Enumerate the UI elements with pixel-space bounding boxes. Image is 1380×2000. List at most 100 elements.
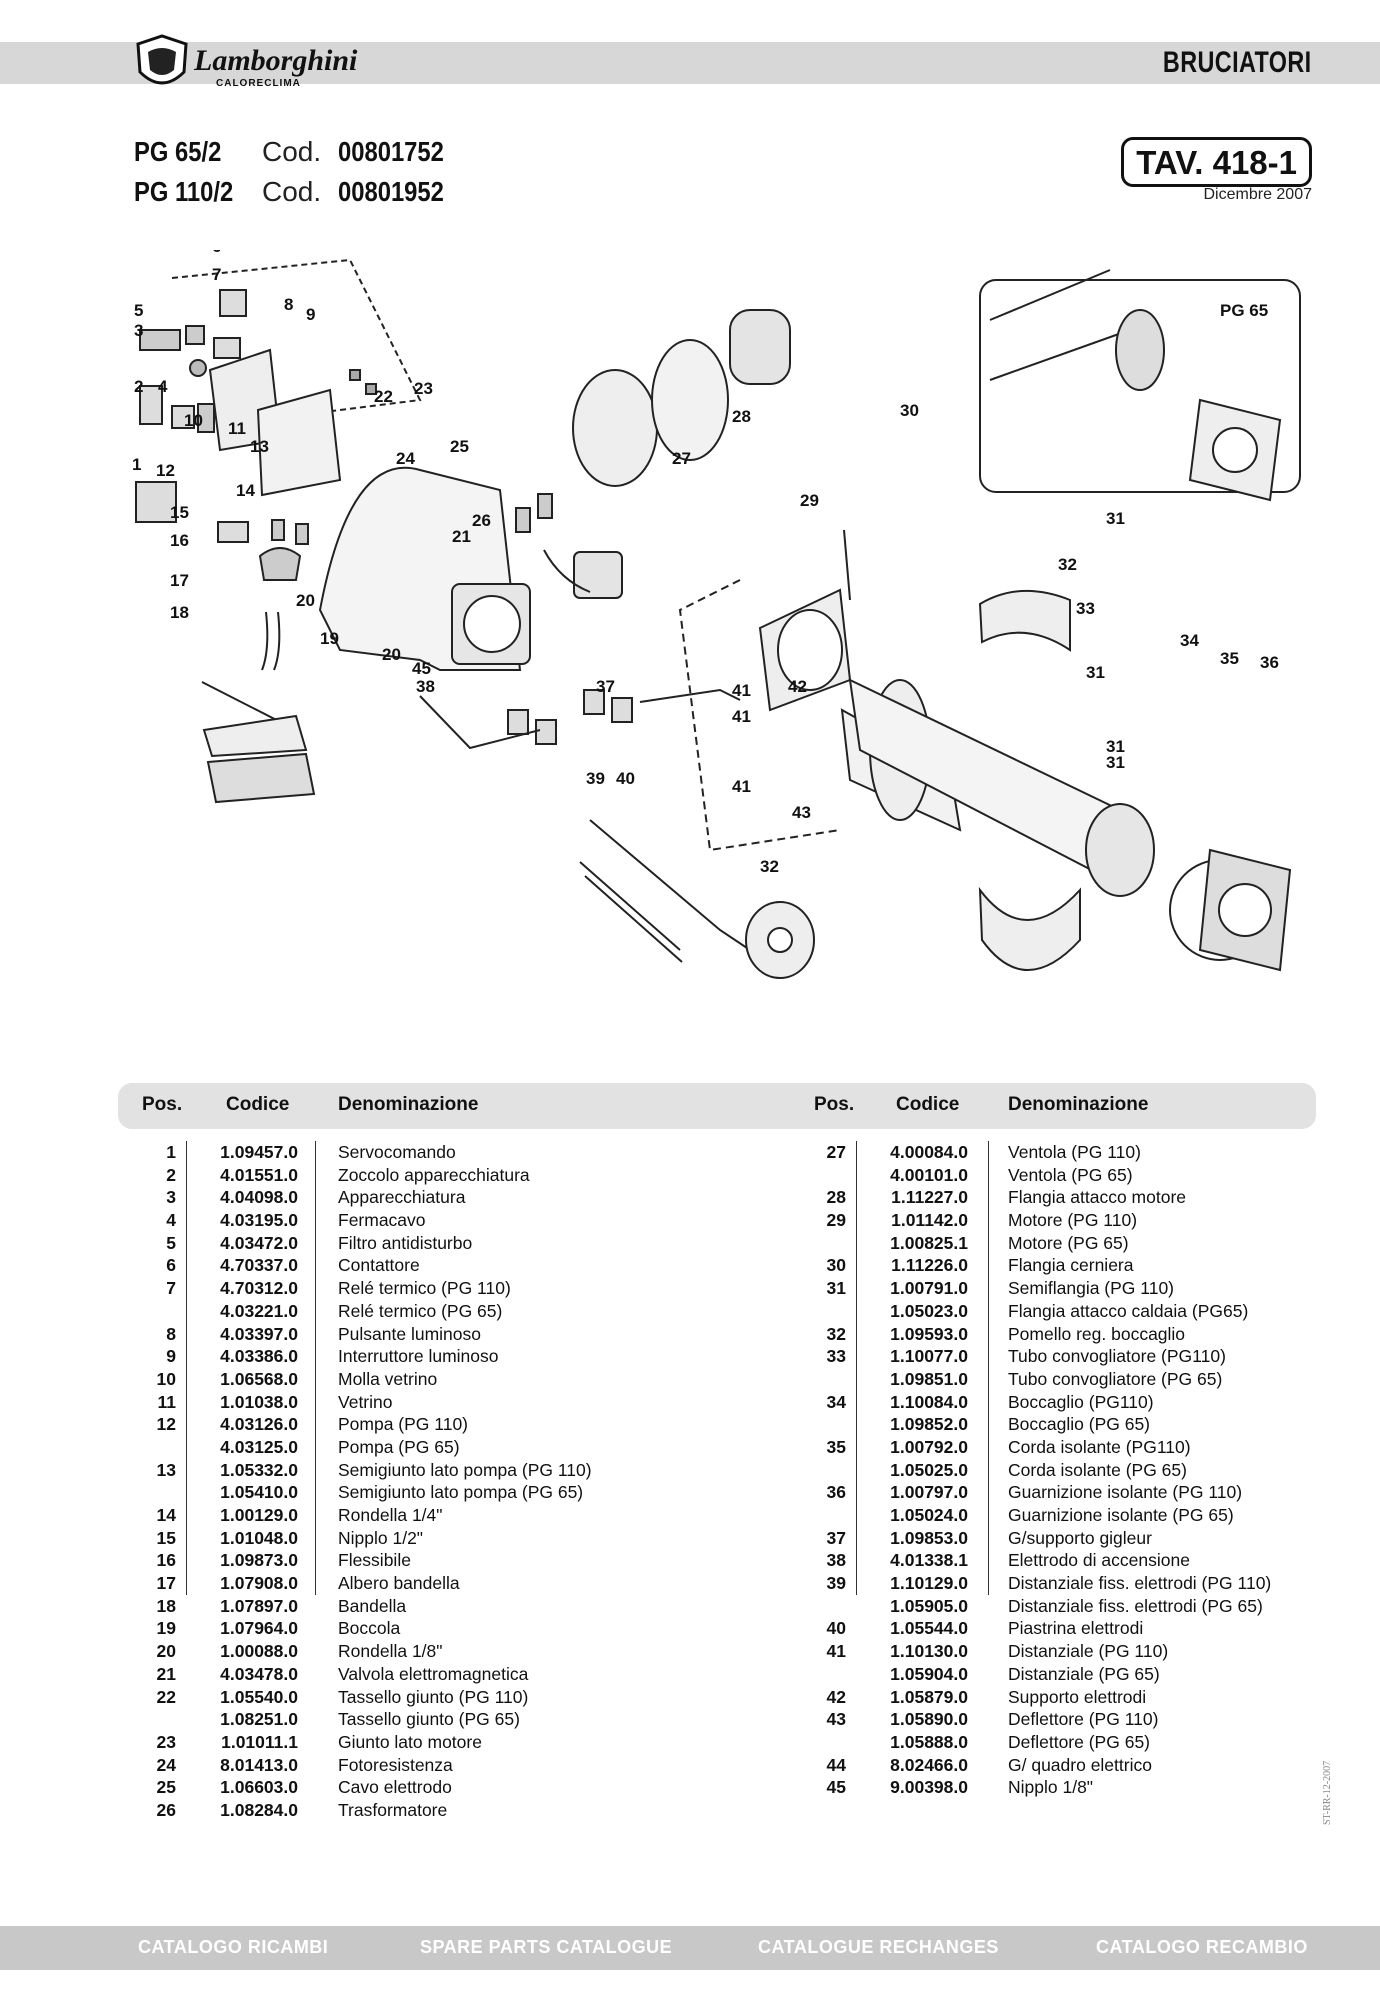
table-row: 7 4.70312.0 Relé termico (PG 110): [126, 1277, 686, 1300]
cell-code: 1.10129.0: [890, 1573, 968, 1594]
cell-name: Giunto lato motore: [338, 1731, 482, 1752]
cell-pos: 25: [156, 1777, 176, 1798]
cell-name: Rondella 1/8": [338, 1641, 443, 1662]
cell-code: 4.03397.0: [220, 1323, 298, 1344]
callout-15: 15: [170, 503, 189, 522]
cell-name: Bandella: [338, 1595, 407, 1616]
cell-pos: 23: [156, 1731, 176, 1752]
cell-name: Relé termico (PG 110): [338, 1278, 511, 1299]
cell-name: Distanziale fiss. elettrodi (PG 110): [1008, 1573, 1272, 1594]
callout-41: 41: [732, 681, 751, 700]
cell-code: 4.04098.0: [220, 1187, 298, 1208]
motor-coupling: [537, 493, 553, 519]
socket-part: [139, 385, 163, 425]
inset-title: PG 65: [1220, 301, 1268, 320]
part: [185, 325, 205, 345]
cell-code: 1.09593.0: [890, 1323, 968, 1344]
col-name: Denominazione: [1008, 1094, 1149, 1115]
divider: [856, 1141, 857, 1595]
callout-41: 41: [732, 777, 751, 796]
cell-pos: 37: [826, 1527, 846, 1548]
cell-code: 1.08251.0: [220, 1709, 298, 1730]
cell-name: Cavo elettrodo: [338, 1777, 452, 1798]
callout-19: 19: [320, 629, 339, 648]
cell-code: 1.05888.0: [890, 1731, 968, 1752]
cell-pos: 3: [166, 1187, 176, 1208]
cell-name: Servocomando: [338, 1142, 456, 1162]
cell-pos: 13: [156, 1459, 176, 1480]
cell-pos: 30: [826, 1255, 846, 1276]
callout-5: 5: [134, 301, 143, 320]
callout-23: 23: [414, 379, 433, 398]
footer-label: CATALOGO RICAMBI: [138, 1937, 329, 1957]
cell-code: 1.00825.1: [890, 1232, 968, 1253]
cell-name: Valvola elettromagnetica: [338, 1663, 529, 1684]
cell-code: 1.09873.0: [220, 1550, 298, 1571]
callout-21: 21: [452, 527, 471, 546]
callout-10: 10: [184, 411, 203, 430]
cell-name: Flangia attacco motore: [1008, 1187, 1187, 1208]
cell-name: Pulsante luminoso: [338, 1323, 481, 1344]
cell-code: 4.70312.0: [220, 1278, 298, 1299]
publication-date: Dicembre 2007: [1203, 186, 1313, 203]
section-title: BRUCIATORI: [1163, 46, 1312, 79]
callout-40: 40: [616, 769, 635, 788]
inset-nozzle: [1115, 309, 1165, 391]
ignition-electrode: [579, 861, 681, 951]
base-part: [171, 405, 195, 429]
divider: [186, 1141, 187, 1595]
cell-code: 4.00084.0: [890, 1142, 968, 1162]
cell-pos: 20: [156, 1641, 176, 1662]
cell-name: Distanziale fiss. elettrodi (PG 65): [1008, 1595, 1263, 1616]
cell-pos: 16: [156, 1550, 176, 1571]
pump-part: [258, 547, 302, 581]
cell-pos: 4: [166, 1210, 176, 1231]
cell-code: 1.01142.0: [891, 1210, 968, 1231]
callout-34: 34: [1180, 631, 1199, 650]
cell-pos: 12: [156, 1414, 176, 1435]
callout-14: 14: [236, 481, 255, 500]
flex-hose: [261, 611, 269, 671]
cell-code: 4.03221.0: [220, 1300, 298, 1321]
filter-part: [139, 329, 181, 351]
flap-screen: [206, 752, 316, 804]
cell-name: Trasformatore: [338, 1799, 448, 1820]
cell-name: Semiflangia (PG 110): [1008, 1278, 1175, 1299]
cell-name: Distanziale (PG 65): [1008, 1663, 1160, 1684]
cell-code: 4.01338.1: [890, 1550, 968, 1571]
callout-18: 18: [170, 603, 189, 622]
diagram-svg: PG 65 1234567891011121314151617181920202…: [132, 231, 1301, 979]
cell-name: Boccaglio (PG 65): [1008, 1414, 1151, 1435]
divider: [988, 1141, 989, 1595]
half-flange-bottom: [978, 886, 1081, 971]
cell-pos: 7: [166, 1278, 176, 1299]
cell-code: 1.05905.0: [890, 1595, 968, 1616]
cell-name: Rondella 1/4": [338, 1505, 443, 1525]
cell-name: Flangia attacco caldaia (PG65): [1008, 1300, 1249, 1321]
cell-code: 1.10130.0: [890, 1641, 968, 1662]
cell-code: 1.01038.0: [220, 1391, 298, 1412]
cod-label: Cod.: [262, 136, 322, 167]
cell-pos: 17: [156, 1573, 176, 1594]
cell-name: G/ quadro elettrico: [1008, 1754, 1152, 1775]
callout-25: 25: [450, 437, 469, 456]
cell-code: 1.06568.0: [220, 1368, 298, 1389]
hinge-pin: [843, 529, 851, 601]
col-pos: Pos.: [814, 1094, 855, 1115]
